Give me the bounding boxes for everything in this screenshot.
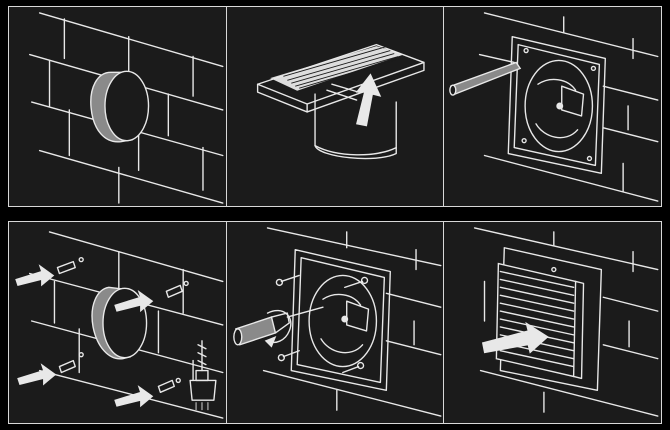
attach-grille-icon [474, 227, 659, 417]
step-2-panel [227, 7, 445, 206]
mark-holes-icon [449, 12, 659, 202]
fan-insert-icon [256, 43, 425, 160]
step-5-panel [227, 222, 445, 423]
instruction-row-bottom [8, 221, 662, 424]
step-4-panel [9, 222, 227, 423]
drill-plugs-icon [15, 231, 224, 419]
step-3-panel [444, 7, 661, 206]
step-6-panel [444, 222, 661, 423]
screw-fan-icon [232, 227, 442, 417]
wall-hole-icon [29, 12, 224, 204]
instruction-row-top [8, 6, 662, 207]
step-1-panel [9, 7, 227, 206]
